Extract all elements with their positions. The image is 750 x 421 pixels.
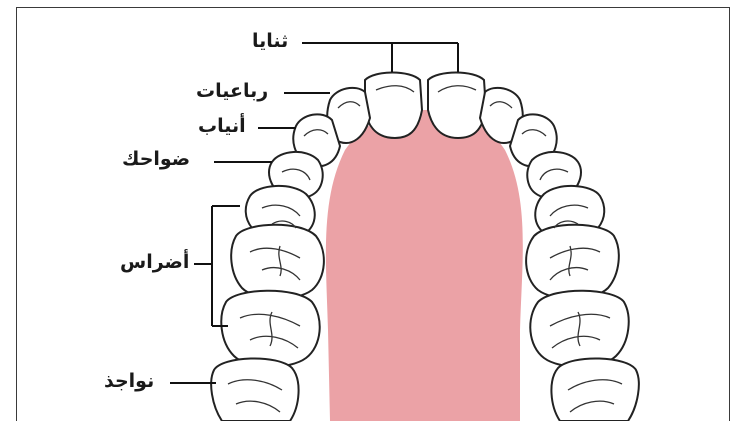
molar-1-right — [526, 225, 619, 299]
label-molars: أضراس — [120, 253, 189, 272]
molar-1-left — [231, 225, 324, 299]
label-canines: أنياب — [198, 117, 246, 136]
label-premolars: ضواحك — [122, 150, 190, 169]
wisdom-tooth-right — [551, 358, 638, 421]
central-incisor-left — [365, 73, 422, 139]
incisors-bracket — [302, 43, 458, 72]
wisdom-tooth-left — [211, 358, 298, 421]
label-lateral-incisors: رباعيات — [196, 82, 268, 101]
palate — [326, 110, 523, 421]
central-incisor-right — [428, 73, 486, 139]
label-incisors: ثنايا — [252, 32, 288, 51]
label-wisdom-teeth: نواجذ — [104, 372, 154, 391]
